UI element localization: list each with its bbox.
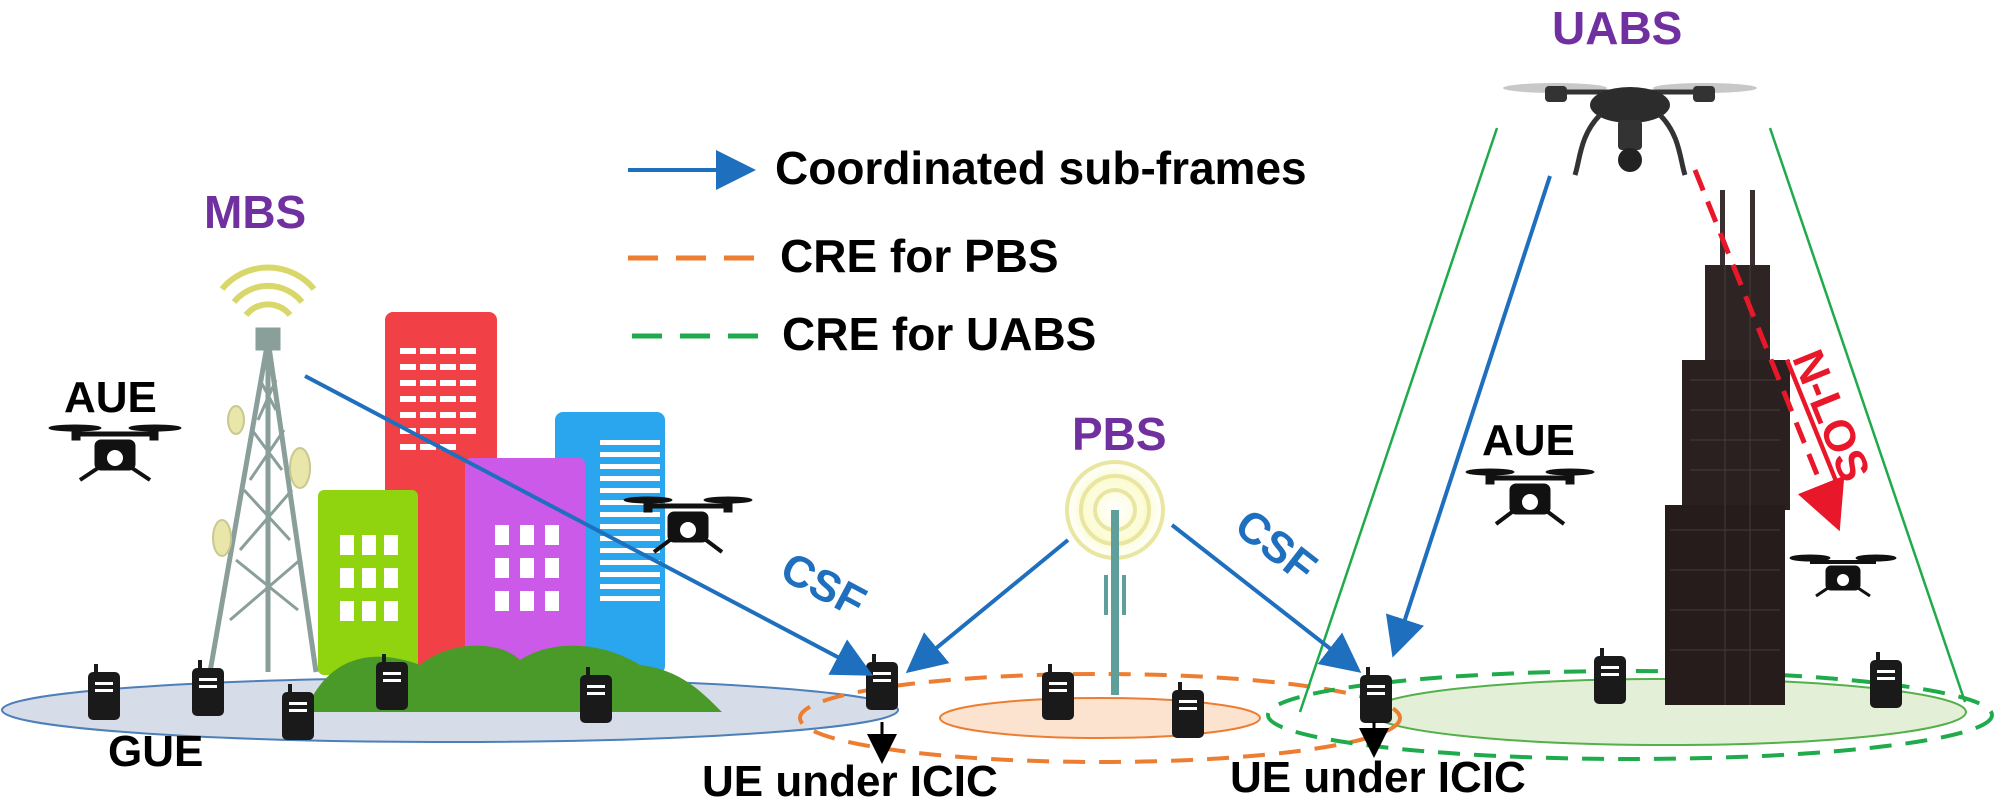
uabs-cone-right [1768, 127, 1967, 703]
pbs-left-arrow [905, 538, 1070, 674]
cre-pbs-ellipse [798, 672, 1402, 764]
uabs-label: UABS [1552, 2, 1682, 54]
uabs-downlink-arrow [1385, 175, 1552, 658]
uabs-cone-left [1298, 127, 1499, 713]
legend-cre-uabs-label: CRE for UABS [782, 308, 1096, 360]
cre-uabs-ellipse [1266, 669, 1994, 761]
nlos-drone-icon [1789, 554, 1897, 598]
aue-label-left: AUE [64, 373, 157, 422]
aue-label-right: AUE [1482, 416, 1575, 465]
mbs-csf-arrow [304, 374, 874, 676]
aue-drone-icon-right [1465, 468, 1595, 526]
ground-ue-icons [88, 648, 1902, 740]
city-buildings [305, 312, 722, 712]
csf-label-left: CSF [773, 543, 874, 628]
uabs-drone-icon [1503, 83, 1757, 176]
legend-cre-pbs-label: CRE for PBS [780, 230, 1059, 282]
pbs-csf-arrow [1170, 523, 1362, 673]
mbs-signal-icon [219, 264, 317, 317]
pbs-tower-icon [1061, 456, 1169, 695]
gue-label: GUE [108, 727, 203, 776]
nlos-label: N-LOS [1783, 343, 1880, 488]
aue-drone-icon-left [48, 424, 182, 482]
mbs-tower-icon [207, 327, 319, 673]
pbs-ground-area [939, 697, 1261, 739]
nlos-arrow [1692, 169, 1845, 532]
ue-icic-label-left: UE under ICIC [702, 757, 998, 806]
ue-icic-label-right: UE under ICIC [1230, 753, 1526, 802]
pbs-label: PBS [1072, 408, 1167, 460]
skyscraper-icon [1665, 190, 1790, 705]
mid-drone-icon [623, 496, 753, 554]
mbs-label: MBS [204, 186, 306, 238]
legend-coordinated-label: Coordinated sub-frames [775, 142, 1307, 194]
